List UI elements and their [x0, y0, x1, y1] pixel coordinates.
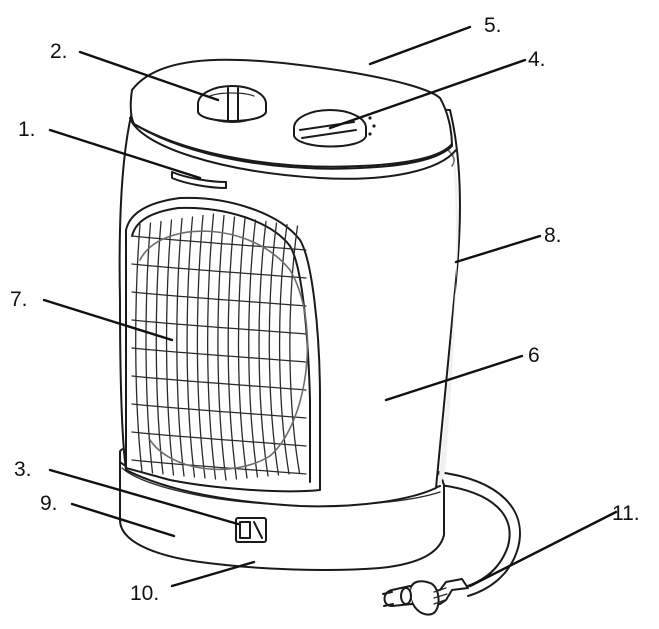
callout-6: 6 — [528, 344, 540, 367]
grille-slat — [237, 217, 248, 479]
callout-10: 10. — [130, 582, 159, 605]
grille-slat — [258, 220, 269, 477]
leader-lines — [42, 25, 618, 588]
grille-rod — [131, 235, 307, 251]
grille-rod — [131, 291, 307, 307]
grille-rod — [131, 431, 307, 447]
grille-rod — [131, 319, 307, 335]
grille-rod — [131, 375, 307, 391]
thermostat-knob — [197, 85, 267, 123]
grille-slat — [176, 217, 185, 477]
power-switch — [235, 517, 267, 543]
grille-slat — [227, 216, 238, 480]
grille-rod — [131, 459, 307, 475]
callout-1: 1. — [18, 118, 36, 141]
grille-inner-ring — [139, 230, 309, 471]
power-plug — [382, 578, 469, 616]
grille-rod — [131, 263, 307, 279]
grille-slat — [278, 223, 290, 475]
callout-4: 4. — [528, 48, 546, 71]
callout-8: 8. — [544, 224, 562, 247]
callout-2: 2. — [50, 40, 68, 63]
grille-slat — [217, 214, 227, 481]
grille-rod — [131, 403, 307, 419]
grille-slat — [196, 214, 206, 479]
callout-labels: 1. 2. 3. 4. 5. 6 7. 8. 9. 10. 11. — [10, 14, 640, 605]
grille-slat — [207, 213, 217, 480]
handle-slot — [171, 171, 227, 189]
grille-rod — [131, 347, 307, 363]
grille-slat — [186, 216, 196, 478]
callout-5: 5. — [484, 14, 502, 37]
callout-9: 9. — [40, 492, 58, 515]
callout-3: 3. — [14, 458, 32, 481]
grille-slat — [165, 219, 175, 476]
top-cover — [129, 58, 457, 180]
grille-slat — [135, 223, 143, 473]
callout-11: 11. — [612, 502, 640, 525]
grille-bars — [131, 213, 309, 481]
grille-slat — [248, 219, 259, 478]
callout-7: 7. — [10, 288, 28, 311]
grille-slat — [155, 220, 164, 475]
power-cord — [437, 471, 521, 597]
grille-slat — [289, 225, 301, 474]
